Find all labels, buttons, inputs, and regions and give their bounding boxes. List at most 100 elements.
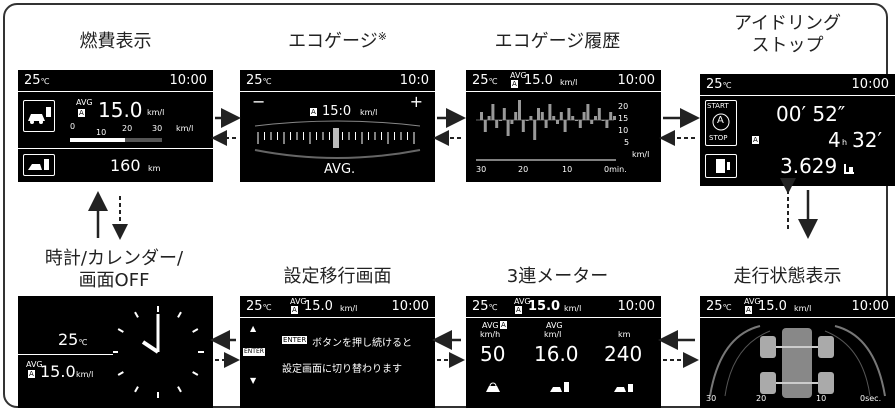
- avg-value: 15.0: [524, 73, 553, 88]
- settings-line1: ボタンを押し続けると: [312, 338, 412, 349]
- settings-line2: 設定画面に切り替わります: [282, 364, 402, 375]
- history-bar: [529, 116, 533, 120]
- fuel-saved: 3.629: [780, 154, 838, 178]
- scale-10: 10: [96, 128, 107, 137]
- scale-20: 20: [122, 124, 133, 133]
- enter-badge: ENTER: [282, 336, 308, 344]
- screen-fuel[interactable]: 25℃ 10:00 AVG A 15.0 km/l 0 10 20 30 km/…: [18, 70, 213, 182]
- avg-value: 15.0: [40, 362, 76, 381]
- history-bar: [567, 108, 571, 120]
- clock-tick: [134, 311, 139, 318]
- a-badge: A: [28, 370, 35, 378]
- history-bar: [502, 108, 506, 120]
- start-stop-icon: START A STOP: [705, 100, 737, 146]
- x-tick-20: 20: [518, 165, 529, 174]
- screen-eco[interactable]: 25℃ 10:0 − + A 15:0 km/l AVG.: [240, 70, 435, 182]
- history-bar: [601, 120, 605, 121]
- status-bar: [700, 296, 895, 318]
- temp: 25℃: [706, 77, 732, 92]
- history-bar: [480, 112, 483, 120]
- a-badge: A: [515, 306, 522, 314]
- screen-history[interactable]: 25℃ AVG A 15.0 km/l 10:00 20 15 10 5 km/…: [466, 70, 661, 182]
- history-bar: [487, 116, 491, 120]
- scale-30: 30: [152, 124, 163, 133]
- a-badge: A: [291, 306, 298, 314]
- x-tick-0: 0sec.: [860, 394, 882, 403]
- avg-label: AVG: [510, 71, 527, 80]
- fuel-saved-icon: [705, 154, 737, 178]
- history-bar: [499, 120, 502, 121]
- history-bar: [609, 112, 613, 120]
- stop-label: STOP: [709, 134, 728, 142]
- status-bar: [466, 296, 661, 318]
- temp: 25℃: [706, 299, 732, 314]
- clock-tick: [177, 311, 182, 318]
- eco-gauge: [254, 120, 421, 159]
- history-bar: [552, 116, 556, 120]
- y-unit: km/l: [632, 150, 650, 159]
- screen-divider: [18, 148, 213, 149]
- history-bar: [506, 120, 510, 136]
- caption-eco-mark: ※: [377, 30, 387, 43]
- history-bar: [575, 120, 578, 121]
- caption-settings: 設定移行画面: [283, 266, 392, 287]
- scale-0: 0: [70, 122, 76, 131]
- chassis-graphic: [709, 325, 886, 398]
- history-bar: [578, 120, 582, 128]
- scale-unit: km/l: [176, 124, 194, 133]
- car-fuel-icon: [23, 100, 55, 132]
- screen-drive[interactable]: 25℃ AVG A 15.0 km/l 10:00 30 20 10 0sec.: [700, 296, 895, 408]
- hours-unit: h: [842, 138, 848, 147]
- total-minutes: 32′: [852, 128, 882, 152]
- fuel-saved-unit-icon: [844, 164, 854, 174]
- x-tick-30: 30: [476, 165, 487, 174]
- caption-fuel: 燃費表示: [79, 31, 152, 52]
- m3-unit: km: [618, 330, 631, 339]
- plus-label: +: [409, 92, 423, 111]
- history-bar: [613, 116, 616, 120]
- temp: 25℃: [24, 73, 50, 88]
- clock-time: 10:00: [617, 73, 655, 88]
- y-tick-15: 15: [618, 114, 629, 123]
- caption-clock-line1: 時計/カレンダー/: [44, 248, 184, 269]
- range-icon: [614, 384, 633, 392]
- a-in-circle: A: [717, 115, 724, 126]
- avg-label: AVG: [514, 297, 531, 306]
- status-bar: [466, 70, 661, 92]
- diagram-frame: [3, 3, 888, 408]
- m3-value: 240: [604, 342, 643, 366]
- history-bar: [491, 104, 495, 120]
- history-bar: [518, 100, 521, 120]
- history-bar: [563, 120, 567, 132]
- x-tick-0: 0min.: [604, 165, 627, 174]
- screen-clock[interactable]: 25℃ AVG A 15.0 km/l: [18, 296, 213, 408]
- status-bar: [240, 296, 435, 318]
- history-bar: [540, 112, 544, 120]
- history-bar: [556, 120, 559, 124]
- avg-unit: km/l: [564, 304, 582, 313]
- history-bar: [559, 112, 563, 120]
- avg-unit: km/l: [76, 370, 94, 379]
- avg-a-badge: A: [78, 109, 85, 117]
- eco-unit: km/l: [360, 108, 378, 117]
- clock-time: 10:00: [851, 77, 889, 92]
- a-badge: A: [511, 80, 518, 88]
- screen-meters[interactable]: 25℃ AVG A 15.0 km/l 10:00 AVG A km/h 50 …: [466, 296, 661, 408]
- m1-avg: AVG: [482, 321, 499, 330]
- clock-divider: [18, 354, 113, 355]
- clock-tick: [177, 386, 182, 393]
- avg-value: 15.0: [304, 299, 333, 314]
- clock-time: 10:00: [169, 73, 207, 88]
- x-tick-20: 20: [756, 394, 767, 403]
- caption-meters: 3連メーター: [506, 266, 609, 287]
- clock-time: 10:00: [617, 299, 655, 314]
- speed-icon: [486, 382, 500, 392]
- clock-time: 10:0: [399, 73, 429, 88]
- history-bar: [495, 120, 499, 128]
- range-bar-track: [70, 138, 162, 142]
- screen-idle-stop[interactable]: 25℃ 10:00 START A STOP 00′ 52″ A 4 h 32′…: [700, 74, 895, 186]
- history-bar: [571, 116, 575, 120]
- screen-settings[interactable]: 25℃ AVG A 15.0 km/l 10:00 ▲ ENTER ▼ ENTE…: [240, 296, 435, 408]
- m2-avg: AVG: [546, 321, 563, 330]
- minus-label: −: [252, 92, 266, 111]
